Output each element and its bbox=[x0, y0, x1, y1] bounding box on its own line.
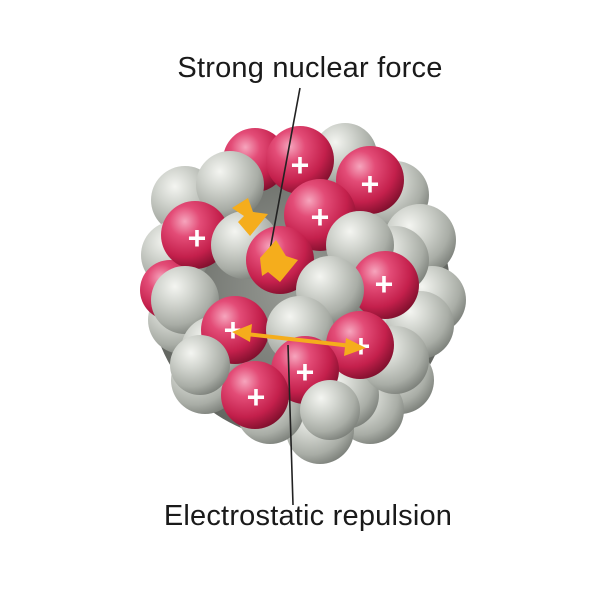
strong-force-pointer-line bbox=[269, 87, 301, 251]
proton-plus-sign: + bbox=[311, 199, 330, 235]
proton-plus-sign: + bbox=[296, 354, 315, 390]
electrostatic-repulsion-arrow bbox=[232, 324, 366, 356]
proton-plus-sign: + bbox=[291, 147, 310, 183]
proton-plus-sign: + bbox=[247, 379, 266, 415]
proton bbox=[336, 146, 404, 214]
proton-plus-sign: + bbox=[361, 166, 380, 202]
neutron bbox=[170, 335, 230, 395]
electrostatic-pointer-line bbox=[287, 344, 294, 506]
proton-plus-sign: + bbox=[224, 312, 243, 348]
neutron bbox=[151, 266, 219, 334]
proton bbox=[221, 361, 289, 429]
neutron bbox=[300, 380, 360, 440]
proton-plus-sign: + bbox=[375, 266, 394, 302]
strong-force-arrow-upper bbox=[232, 198, 268, 236]
proton bbox=[351, 251, 419, 319]
strong-force-arrow-lower bbox=[260, 240, 298, 282]
electrostatic-repulsion-label: Electrostatic repulsion bbox=[163, 500, 453, 532]
strong-nuclear-force-label: Strong nuclear force bbox=[177, 52, 443, 84]
proton-plus-sign: + bbox=[188, 220, 207, 256]
